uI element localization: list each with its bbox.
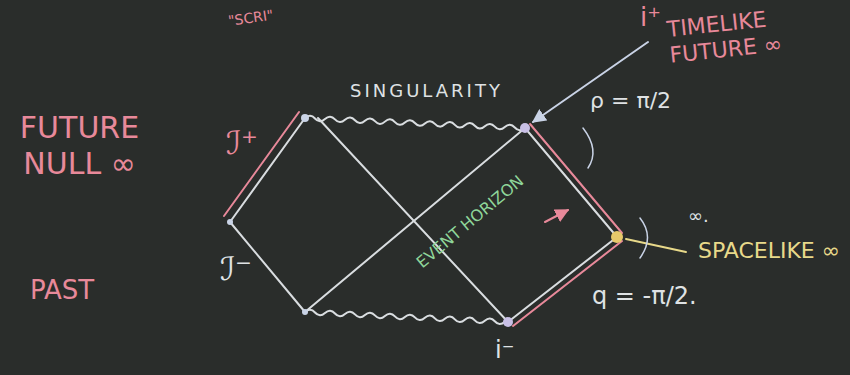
infinity-symbol: ∞. bbox=[688, 205, 728, 227]
singularity-label: SINGULARITY bbox=[350, 80, 550, 102]
vertex-dot bbox=[611, 231, 623, 243]
scri-symbol: ℐ⁺ bbox=[226, 124, 266, 162]
infinity-symbol: i⁻ bbox=[495, 336, 535, 365]
coordinate-value: ρ = π/2 bbox=[590, 88, 700, 114]
pointer-arrow bbox=[545, 210, 568, 222]
scri-plus-left-highlight bbox=[224, 112, 299, 216]
infinity-label: SPACELIKE ∞ bbox=[694, 238, 844, 264]
vertex-dot bbox=[503, 317, 513, 327]
pointer-line bbox=[626, 239, 686, 252]
boundary-label: PAST bbox=[30, 275, 130, 306]
scri-plus-right bbox=[525, 128, 617, 237]
vertex-dot bbox=[302, 309, 308, 315]
coordinate-value: q = -π/2. bbox=[592, 282, 742, 311]
infinity-label: TIMELIKE FUTURE ∞ bbox=[666, 0, 841, 70]
scri-plus-right-highlight bbox=[530, 124, 622, 233]
vertex-dot bbox=[301, 114, 309, 122]
angle-arc bbox=[583, 128, 593, 168]
horizon-line bbox=[305, 128, 525, 312]
vertex-dot bbox=[520, 123, 530, 133]
scri-symbol: ℐ⁻ bbox=[220, 250, 260, 288]
vertex-dot bbox=[227, 219, 233, 225]
angle-arc bbox=[640, 218, 648, 258]
singularity-wave bbox=[305, 310, 505, 325]
singularity-wave bbox=[305, 116, 525, 131]
boundary-label: FUTURE NULL ∞ bbox=[12, 110, 147, 182]
scri-note: "SCRI" bbox=[227, 3, 299, 29]
